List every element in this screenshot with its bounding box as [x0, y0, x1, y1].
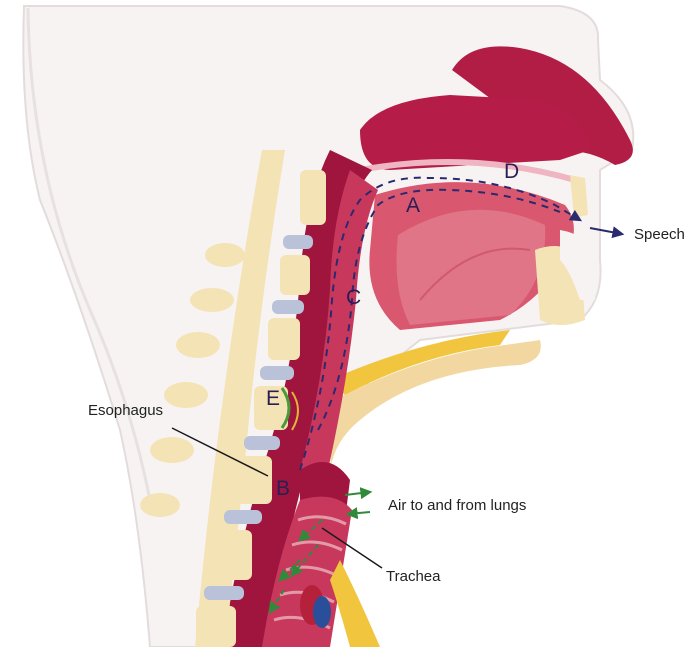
label-letter-b: B — [276, 477, 290, 501]
label-letter-e: E — [266, 387, 280, 411]
blood-vessel-blue — [313, 596, 331, 628]
label-speech: Speech — [634, 226, 685, 243]
label-letter-c: C — [346, 286, 361, 310]
label-air-to-from-lungs: Air to and from lungs — [388, 497, 526, 514]
label-letter-a: A — [406, 194, 420, 218]
label-letter-d: D — [504, 160, 519, 184]
neck-fat — [330, 560, 380, 647]
label-esophagus: Esophagus — [88, 402, 163, 419]
label-trachea: Trachea — [386, 568, 440, 585]
